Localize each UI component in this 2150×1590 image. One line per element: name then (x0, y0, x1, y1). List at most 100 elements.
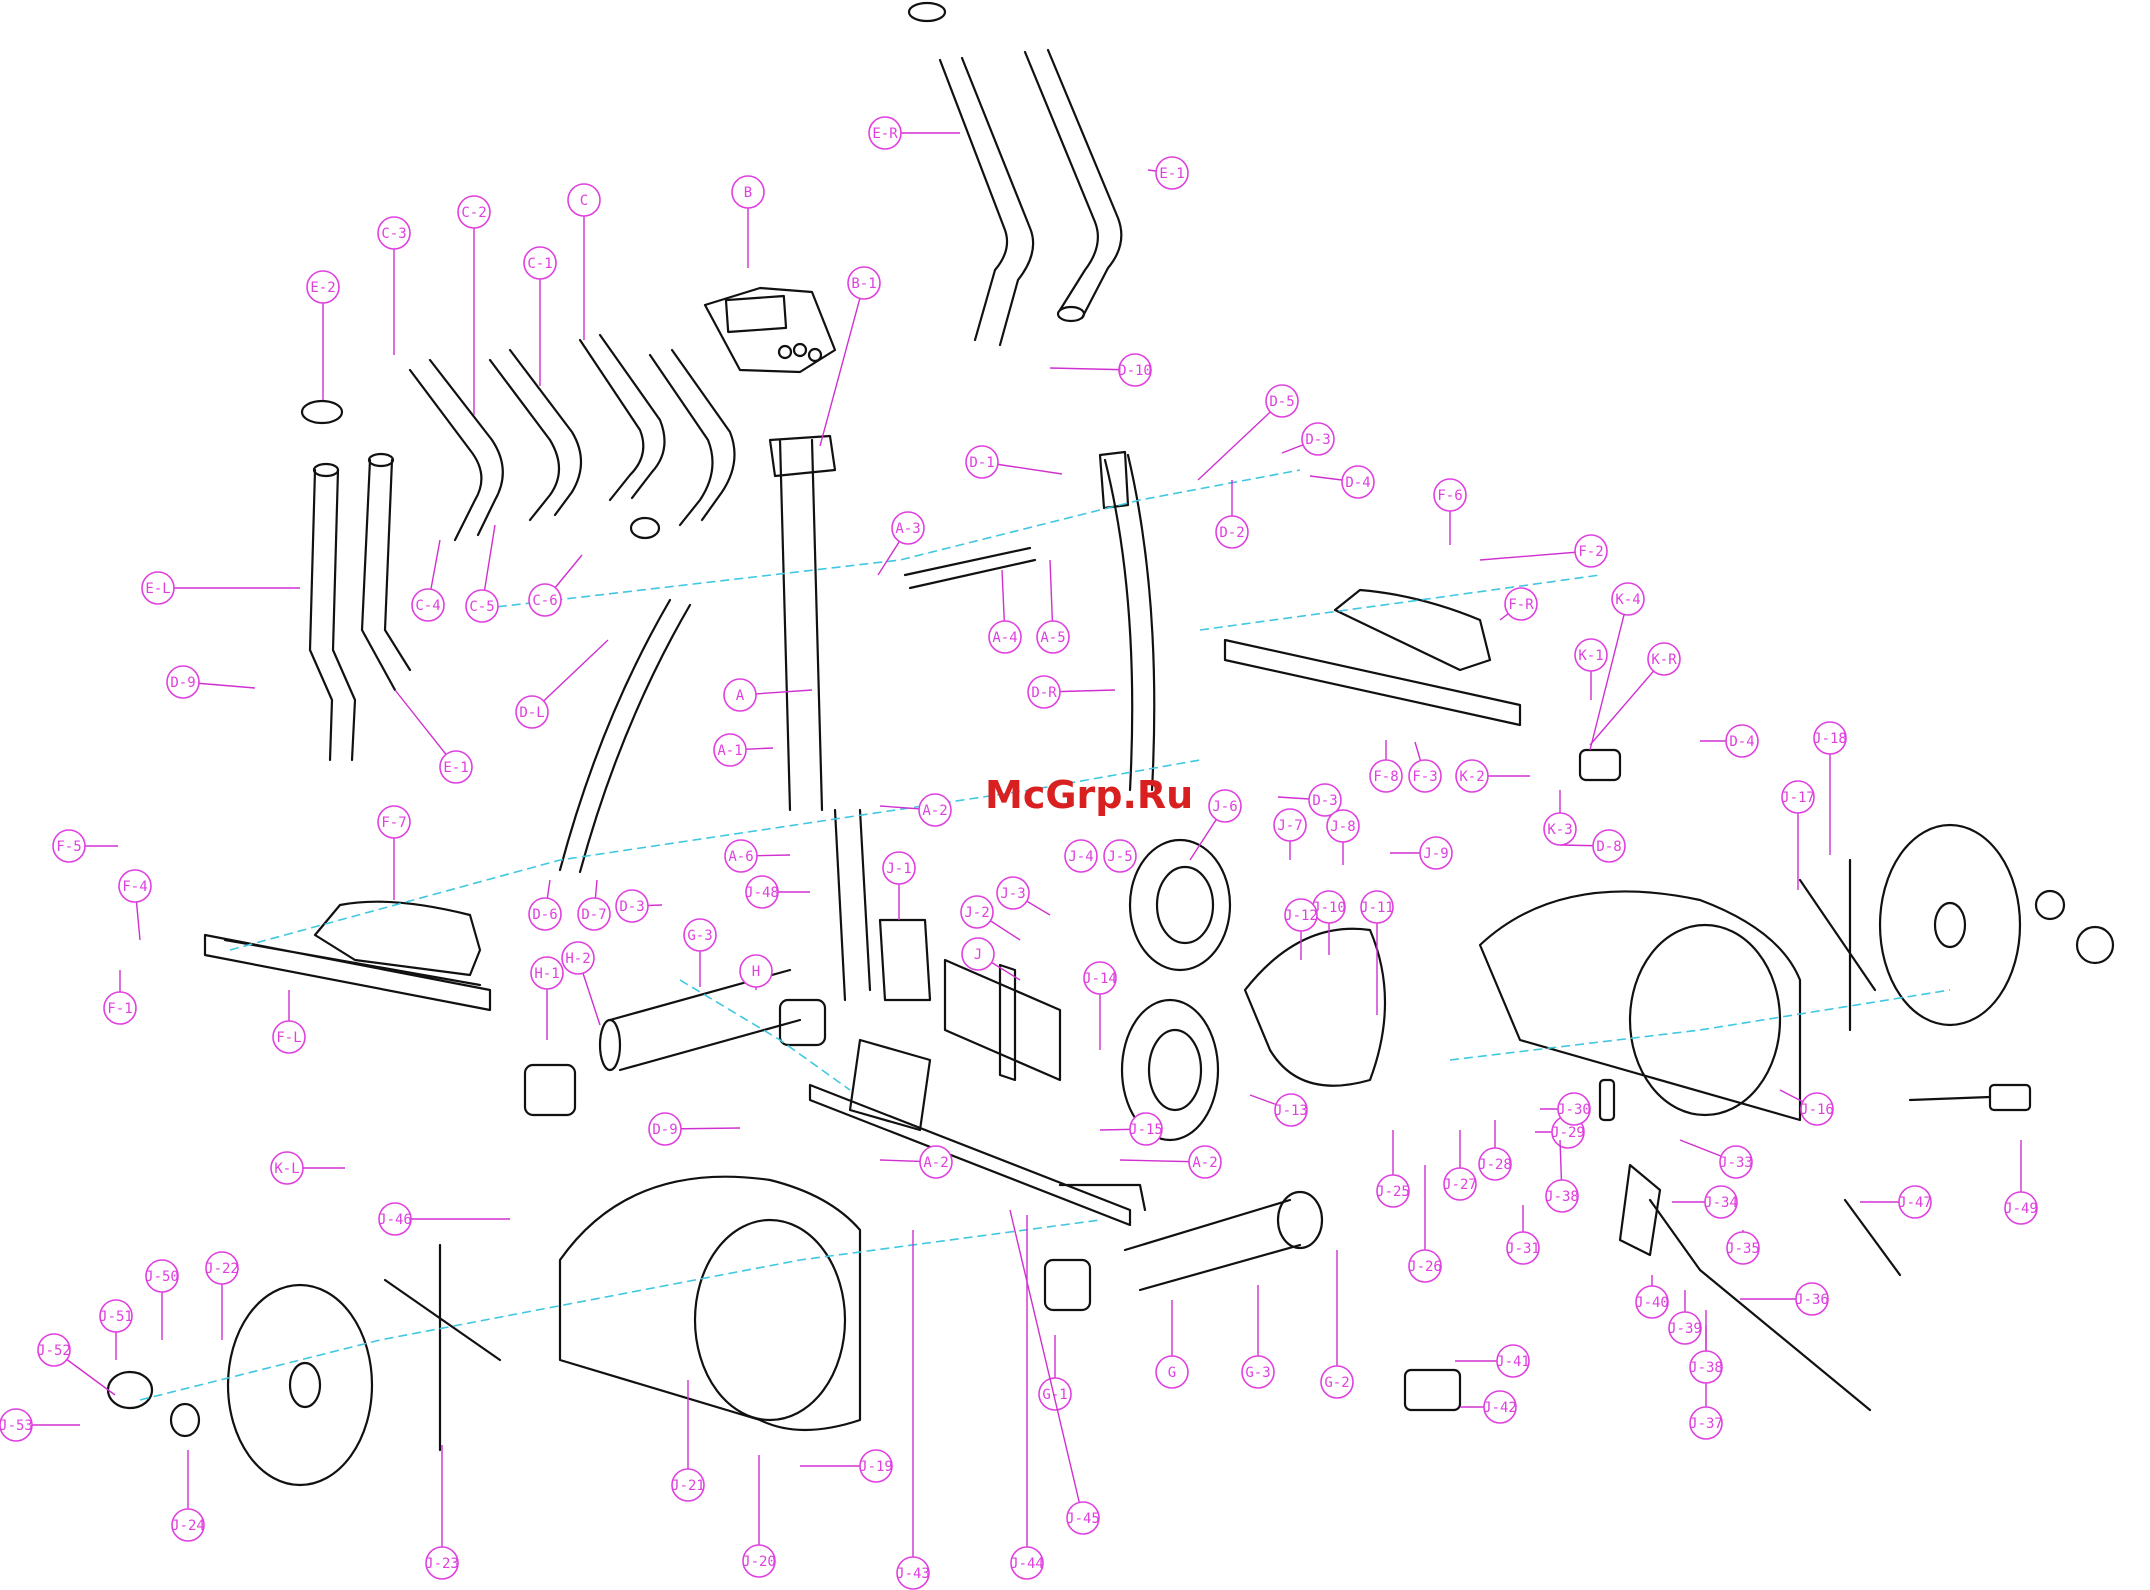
callout-bubble (171, 1508, 205, 1542)
callout-bubble (118, 869, 152, 903)
part-label: E-R (872, 126, 898, 142)
part-label: D-R (1031, 685, 1057, 701)
part-label: E-1 (443, 760, 468, 776)
callout-bubble (1129, 1112, 1163, 1146)
part-label: J-2 (964, 905, 989, 921)
part-label: C-5 (469, 599, 494, 615)
callout-bubble (528, 897, 562, 931)
callout-bubble (1813, 721, 1847, 755)
callout-bubble (1478, 1147, 1512, 1181)
part-label: H-1 (534, 966, 559, 982)
callout-bubble (1376, 1174, 1410, 1208)
callout-bubble (1155, 1355, 1189, 1389)
leader-line (531, 639, 609, 713)
part-label: E-1 (1159, 166, 1184, 182)
part-label: J-20 (742, 1554, 776, 1570)
part-label: D-3 (1305, 432, 1330, 448)
callout-bubble (723, 678, 757, 712)
callout-bubble (896, 1556, 930, 1590)
callout-bubble (1726, 1231, 1760, 1265)
part-label: F-R (1508, 597, 1534, 613)
callout-bubble (411, 588, 445, 622)
part-label: C-2 (461, 205, 486, 221)
callout-bubble (1103, 839, 1137, 873)
part-label: F-3 (1412, 769, 1437, 785)
part-label: D-1 (969, 455, 994, 471)
part-label: D-2 (1219, 525, 1244, 541)
callout-bubble (1433, 478, 1467, 512)
part-label: A-2 (922, 803, 947, 819)
callout-bubble (1704, 1185, 1738, 1219)
watermark: McGrp.Ru (985, 773, 1193, 817)
callout-bubble (1265, 384, 1299, 418)
part-label: J-40 (1635, 1295, 1669, 1311)
callout-bubble (528, 583, 562, 617)
callout-bubble (1341, 465, 1375, 499)
leader-line (819, 282, 865, 447)
callout-bubble (1326, 809, 1360, 843)
part-label: C-6 (532, 593, 557, 609)
callout-bubble (713, 733, 747, 767)
callout-bubble (988, 620, 1022, 654)
callout-bubble (847, 266, 881, 300)
part-label: J-6 (1212, 799, 1237, 815)
part-label: C-1 (527, 256, 552, 272)
part-label: F-6 (1437, 488, 1462, 504)
callout-bubble (439, 750, 473, 784)
part-label: J-16 (1800, 1102, 1834, 1118)
part-label: J-37 (1689, 1416, 1723, 1432)
callout-bubble (1408, 1249, 1442, 1283)
part-label: A-4 (992, 630, 1017, 646)
callout-bubble (166, 665, 200, 699)
callout-bubble (1301, 422, 1335, 456)
part-label: A (736, 688, 745, 704)
callout-bubble (683, 918, 717, 952)
callout-bubble (891, 511, 925, 545)
callout-bubble (1689, 1350, 1723, 1384)
part-label: C-4 (415, 598, 440, 614)
callout-bubble (918, 793, 952, 827)
part-label: J-3 (1000, 886, 1025, 902)
callout-bubble (882, 851, 916, 885)
part-label: C-3 (381, 226, 406, 242)
part-label: A-2 (923, 1155, 948, 1171)
part-label: J-13 (1274, 1103, 1308, 1119)
callout-bubble (1419, 836, 1453, 870)
callout-bubble (965, 445, 999, 479)
callout-bubble (1083, 961, 1117, 995)
callout-bubble (742, 1544, 776, 1578)
callout-bubble (306, 270, 340, 304)
part-label: G (1168, 1365, 1176, 1381)
part-label: J-47 (1898, 1195, 1932, 1211)
part-label: J-21 (671, 1478, 705, 1494)
part-label: J-19 (859, 1459, 893, 1475)
callout-bubble (1215, 515, 1249, 549)
callout-bubble (1284, 898, 1318, 932)
part-label: J-9 (1423, 846, 1448, 862)
part-label: D-9 (170, 675, 195, 691)
part-label: G-1 (1042, 1387, 1067, 1403)
part-label: K-4 (1615, 592, 1640, 608)
part-label: J-45 (1066, 1511, 1100, 1527)
part-label: J-53 (0, 1418, 33, 1434)
callout-bubble (1545, 1179, 1579, 1213)
part-label: J-27 (1443, 1177, 1477, 1193)
callout-bubble (1038, 1377, 1072, 1411)
callout-bubble (561, 941, 595, 975)
callout-bubble (648, 1112, 682, 1146)
callout-bubble (577, 897, 611, 931)
part-label: D-10 (1118, 363, 1152, 379)
callout-bubble (1781, 780, 1815, 814)
part-label: J-41 (1496, 1354, 1530, 1370)
part-label: J-33 (1719, 1155, 1753, 1171)
callout-bubble (272, 1020, 306, 1054)
callout-bubble (1455, 759, 1489, 793)
part-label: J-38 (1545, 1189, 1579, 1205)
part-label: B-1 (851, 276, 876, 292)
callout-bubble (1066, 1501, 1100, 1535)
part-label: G-2 (1324, 1375, 1349, 1391)
part-label: J (974, 947, 982, 963)
part-label: K-2 (1459, 769, 1484, 785)
callout-bubble (377, 216, 411, 250)
